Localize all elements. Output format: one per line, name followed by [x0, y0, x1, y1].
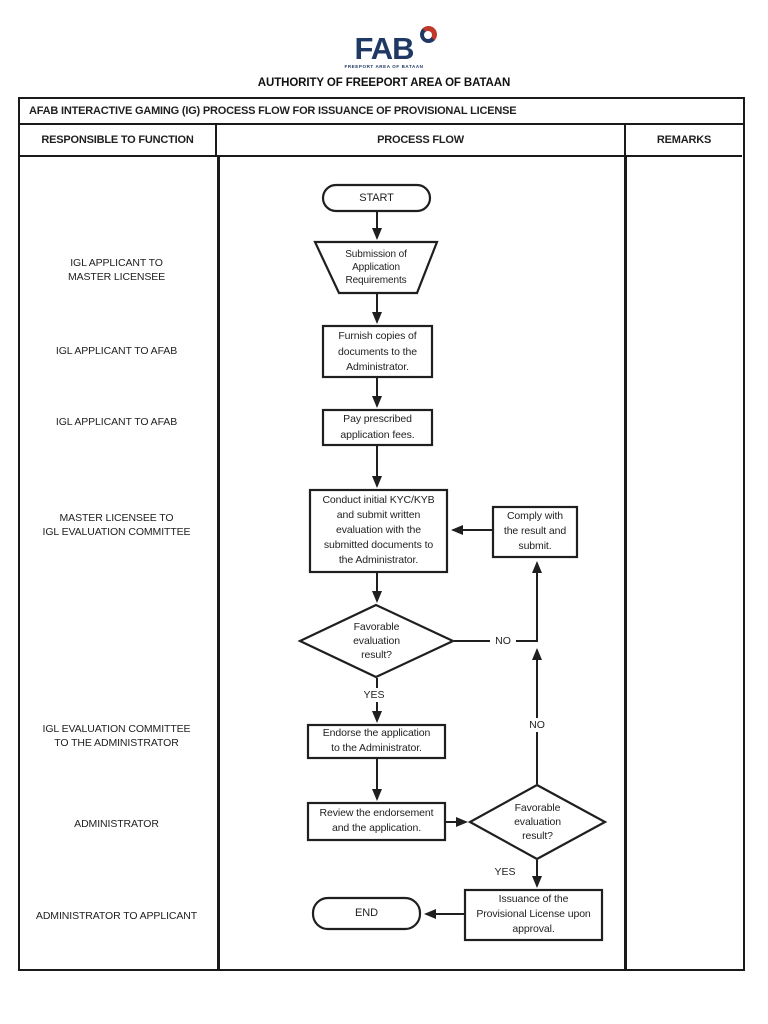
org-name: AUTHORITY OF FREEPORT AREA OF BATAAN: [257, 77, 511, 89]
comply-process-shape: [491, 505, 579, 559]
furnish-process-label: Furnish copies of documents to the Admin…: [338, 330, 417, 373]
org-header: FAB FREEPORT AREA OF BATAAN AUTHORITY OF…: [0, 26, 768, 89]
decision2-diamond-shape: [467, 783, 608, 861]
column-divider-right: [624, 157, 627, 969]
review-process-label: Review the endorsement and the applicati…: [319, 807, 434, 834]
pay-process-label: Pay prescribed application fees.: [340, 413, 415, 441]
kyc-process-label: Conduct initial KYC/KYB and submit writt…: [322, 494, 435, 566]
fab-logo-ring-icon: [419, 26, 437, 43]
fab-logo-tagline: FREEPORT AREA OF BATAAN: [344, 64, 424, 69]
issuance-process-shape: [463, 888, 604, 942]
column-divider-left: [217, 157, 220, 969]
kyc-process-shape: [308, 488, 449, 574]
decision1-diamond-shape: [297, 603, 456, 679]
comply-process-label: Comply with the result and submit.: [503, 510, 567, 552]
review-process-shape: [306, 801, 447, 842]
column-header-responsible: RESPONSIBLE TO FUNCTION: [20, 125, 217, 157]
branch-label-no2: NO: [524, 718, 550, 732]
end-terminator-shape: [311, 896, 422, 931]
submission-trapezoid-label: Submission of Application Requirements: [345, 249, 407, 286]
process-flow-table: AFAB INTERACTIVE GAMING (IG) PROCESS FLO…: [18, 97, 745, 971]
issuance-process-label: Issuance of the Provisional License upon…: [476, 893, 591, 935]
lane-label-applicant-afab-2: IGL APPLICANT TO AFAB: [55, 416, 178, 428]
endorse-process-label: Endorse the application to the Administr…: [322, 727, 431, 754]
lane-label-committee-administrator: IGL EVALUATION COMMITTEE TO THE ADMINIST…: [42, 723, 191, 749]
column-header-remarks: REMARKS: [624, 125, 742, 157]
end-terminator-label: END: [355, 907, 378, 919]
column-header-process-flow: PROCESS FLOW: [217, 125, 624, 157]
endorse-process-shape: [306, 723, 447, 760]
start-terminator-shape: [321, 183, 432, 213]
submission-trapezoid-shape: [313, 240, 439, 295]
decision1-diamond-label: Favorable evaluation result?: [353, 621, 400, 661]
branch-label-no1: NO: [490, 634, 516, 648]
table-title: AFAB INTERACTIVE GAMING (IG) PROCESS FLO…: [20, 99, 743, 125]
start-terminator-label: START: [359, 192, 394, 204]
lane-label-administrator-applicant: ADMINISTRATOR TO APPLICANT: [35, 910, 198, 922]
lane-label-master-committee: MASTER LICENSEE TO IGL EVALUATION COMMIT…: [42, 512, 191, 538]
lane-label-applicant-afab-1: IGL APPLICANT TO AFAB: [55, 345, 178, 357]
lane-label-administrator: ADMINISTRATOR: [74, 818, 159, 830]
pay-process-shape: [321, 408, 434, 447]
fab-logo: FAB FREEPORT AREA OF BATAAN: [344, 26, 437, 70]
furnish-process-shape: [321, 324, 434, 379]
branch-label-yes1: YES: [358, 688, 390, 702]
decision2-diamond-label: Favorable evaluation result?: [514, 802, 561, 842]
branch-label-yes2: YES: [489, 865, 521, 879]
lane-label-applicant-master: IGL APPLICANT TO MASTER LICENSEE: [67, 257, 166, 283]
fab-logo-text: FAB: [354, 31, 415, 66]
